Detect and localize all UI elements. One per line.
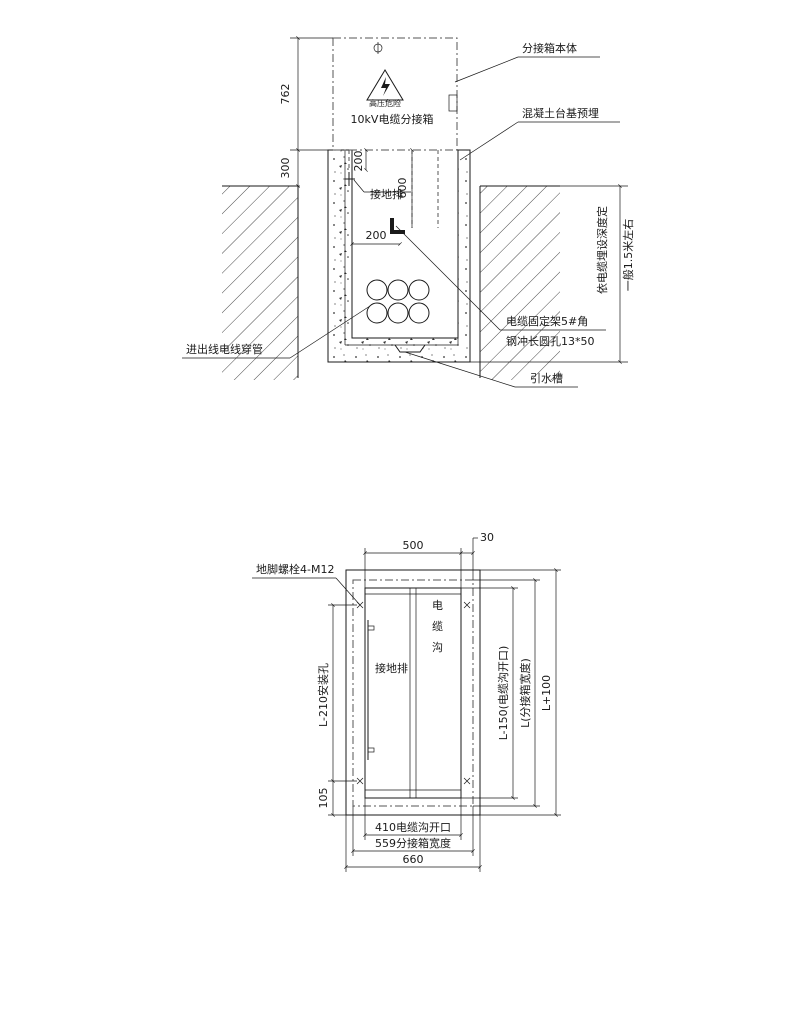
dim-edge-gap: 30 — [480, 531, 494, 544]
trench-char-3: 沟 — [432, 641, 443, 654]
ground-bar-icon — [345, 172, 355, 186]
trench-char-1: 电 — [432, 599, 443, 612]
box-body-outline — [332, 37, 458, 151]
box-name: 10kV电缆分接箱 — [351, 112, 434, 126]
ground-hatch-left — [222, 186, 298, 380]
dim-box-width: 559分接箱宽度 — [375, 836, 451, 850]
dim-trench-opening-w: 410电缆沟开口 — [375, 821, 451, 834]
dim-bottom-offset: 105 — [317, 788, 330, 809]
plan-ground-bar-label: 接地排 — [375, 661, 408, 675]
ground-hatch-right — [480, 186, 560, 380]
trench-char-2: 缆 — [432, 620, 443, 633]
dim-top-width: 500 — [403, 539, 424, 552]
plan-view: 接地排 电 缆 沟 地脚螺栓4-M12 500 30 L-210安装孔 1 — [252, 531, 561, 872]
box-body-label: 分接箱本体 — [522, 41, 577, 55]
dim-box-width-len: L(分接箱宽度) — [518, 658, 532, 728]
section-view: 高压危险 10kV电缆分接箱 接地排 200 — [182, 36, 635, 388]
conduit-label: 进出线电线穿管 — [186, 342, 263, 356]
dim-box-height: 762 — [279, 84, 292, 105]
conduit-bundle — [366, 279, 430, 324]
dim-total-len: L+100 — [540, 675, 553, 711]
dim-base-above: 300 — [279, 158, 292, 179]
dim-inner-depth: 600 — [396, 178, 409, 199]
depth-note-2: 一般1.5米左右 — [621, 219, 635, 292]
box-outline — [352, 579, 474, 807]
drain-groove — [394, 344, 426, 353]
box-handle — [448, 94, 458, 112]
dim-bracket-width: 200 — [366, 229, 387, 242]
concrete-label: 混凝土台基预埋 — [522, 106, 599, 120]
dim-wall-offset: 200 — [352, 151, 365, 172]
anchor-label: 地脚螺栓4-M12 — [256, 562, 334, 576]
warning-triangle-icon — [366, 69, 404, 101]
base-outline — [345, 569, 481, 816]
dim-base-width: 660 — [403, 853, 424, 866]
bracket-label: 电缆固定架5#角 — [506, 314, 588, 328]
drain-label: 引水槽 — [530, 371, 563, 385]
ground-bar-label: 接地排 — [370, 187, 403, 201]
trench-opening — [364, 587, 462, 799]
angle-bracket-icon — [390, 218, 405, 234]
dim-trench-opening-len: L-150(电缆沟开口) — [497, 646, 510, 740]
dim-hole-spacing: L-210安装孔 — [316, 663, 330, 727]
warning-sign-text: 高压危险 — [369, 98, 401, 108]
slot-label: 钢冲长圆孔13*50 — [506, 334, 595, 348]
depth-note: 依电缆埋设深度定 — [595, 206, 609, 294]
